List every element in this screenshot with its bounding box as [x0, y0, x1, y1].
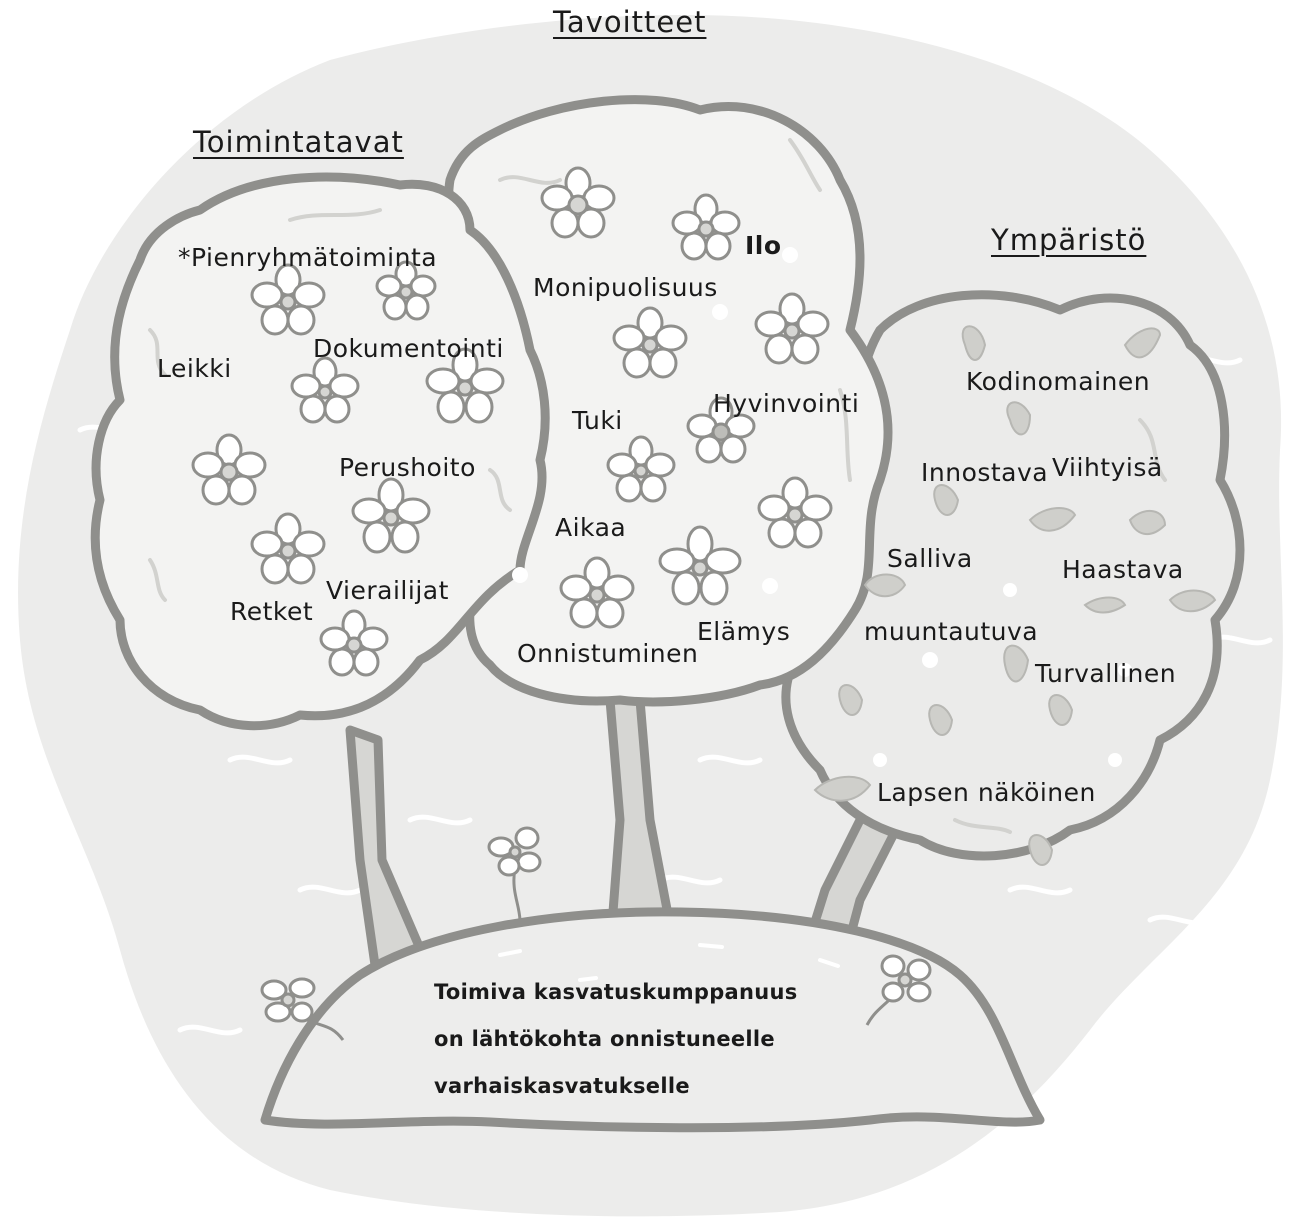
right-tree-item: Haastava: [1062, 555, 1184, 584]
left-tree-item: Retket: [230, 597, 314, 626]
heading-ymparisto: Ympäristö: [991, 223, 1147, 257]
center-tree-item: Monipuolisuus: [533, 273, 718, 302]
heading-toimintatavat: Toimintatavat: [193, 125, 404, 159]
hill-flower-right: [865, 954, 932, 1026]
right-tree-item: Viihtyisä: [1052, 453, 1163, 482]
canopy-wisps: [148, 138, 1167, 834]
hill: [260, 907, 1045, 1133]
right-tree-item: Salliva: [887, 544, 973, 573]
center-flowers: [540, 166, 833, 629]
center-tree-item: Onnistuminen: [517, 639, 699, 668]
left-tree-item: *Pienryhmätoiminta: [178, 243, 438, 272]
hill-caption-line: on lähtökohta onnistuneelle: [434, 1027, 775, 1051]
heading-tavoitteet: Tavoitteet: [553, 5, 707, 39]
left-tree-item: Vierailijat: [326, 576, 449, 605]
right-tree-item: muuntautuva: [864, 617, 1039, 646]
left-canopy: [90, 172, 550, 731]
center-tree-item: Ilo: [745, 231, 782, 260]
hill-caption-line: varhaiskasvatukselle: [434, 1074, 690, 1098]
canopy-dots: [512, 247, 1132, 767]
hill-flower-left: [260, 977, 345, 1041]
right-tree-item: Innostava: [921, 458, 1049, 487]
hill-flowers: [260, 826, 932, 1041]
right-tree-item: Turvallinen: [1035, 659, 1177, 688]
left-flowers: [191, 260, 505, 677]
center-tree-item: Tuki: [572, 406, 623, 435]
hill-flower-center: [487, 826, 542, 921]
center-tree-item: Aikaa: [555, 513, 627, 542]
hill-speckles: [498, 943, 840, 982]
left-tree-item: Leikki: [157, 354, 232, 383]
center-tree-item: Hyvinvointi: [713, 389, 860, 418]
left-tree-item: Perushoito: [339, 453, 476, 482]
left-tree-item: Dokumentointi: [313, 334, 504, 363]
center-tree-item: Elämys: [697, 617, 791, 646]
right-tree-item: Lapsen näköinen: [877, 778, 1096, 807]
hill-caption-line: Toimiva kasvatuskumppanuus: [434, 980, 798, 1004]
right-tree-item: Kodinomainen: [966, 367, 1151, 396]
right-leaves: [813, 325, 1217, 866]
